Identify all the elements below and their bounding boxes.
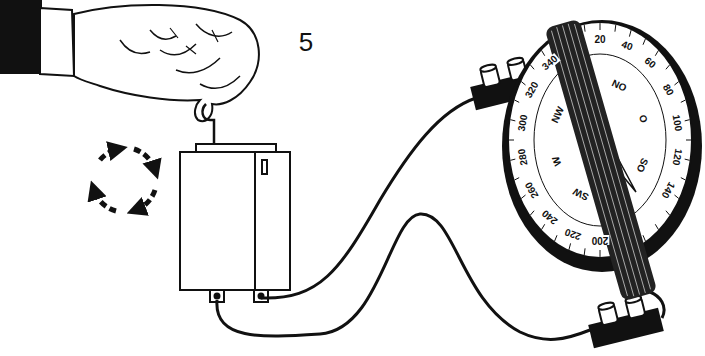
crank [203, 104, 214, 146]
compass-degree: 200 [591, 235, 610, 245]
hand [0, 0, 259, 121]
wire-coil [545, 19, 658, 302]
callout-number: 5 [299, 29, 313, 55]
generator-motor [180, 144, 290, 302]
rotation-arrows [94, 149, 155, 211]
compass-degree: 120 [670, 147, 683, 167]
compass-degree: 100 [670, 113, 683, 133]
compass-degree: 20 [593, 35, 606, 45]
